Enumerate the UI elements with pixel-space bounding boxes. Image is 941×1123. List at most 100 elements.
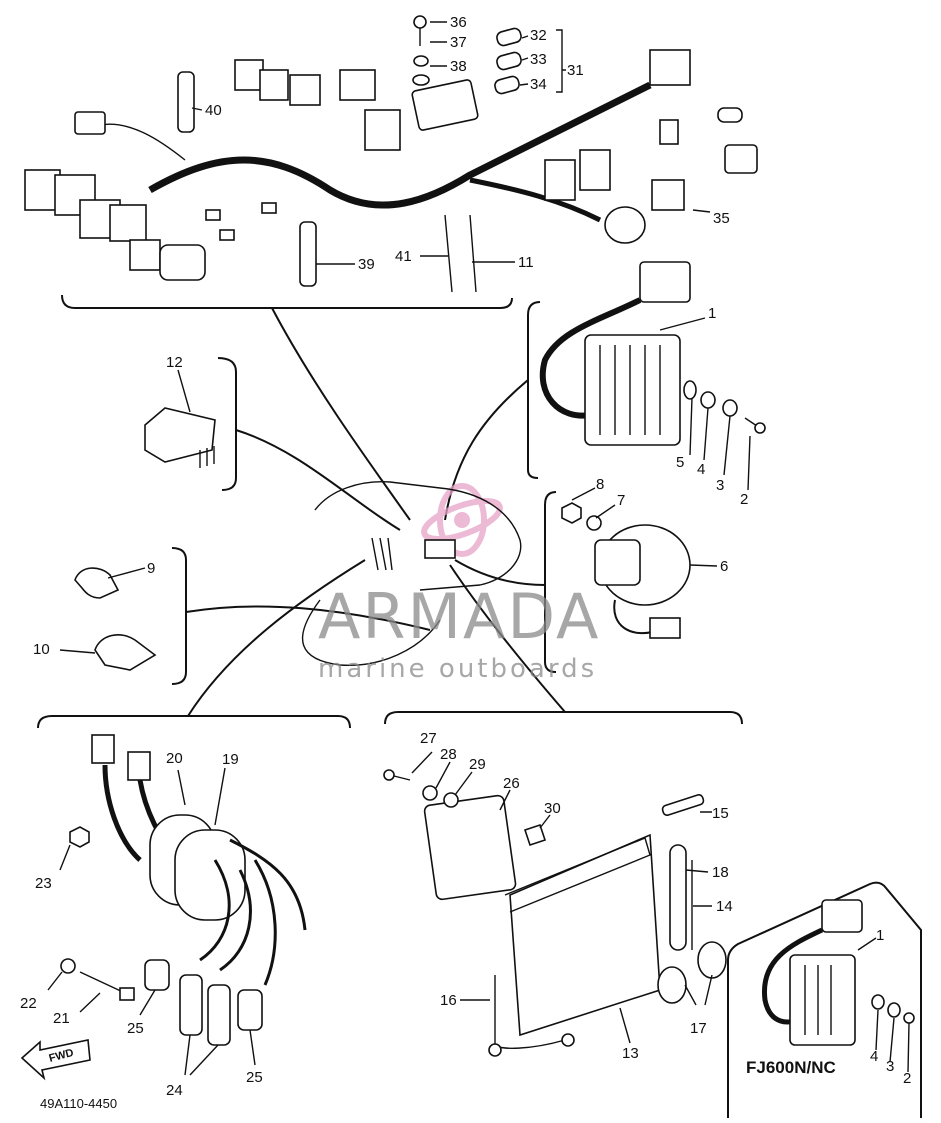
callout-19: 19	[222, 751, 239, 768]
callout-1-regulator: 1	[708, 305, 716, 322]
harness-cap	[724, 144, 758, 174]
plug-cap-25b	[237, 989, 263, 1031]
callout-leaders-battery	[460, 811, 713, 1044]
regulator-fins	[599, 345, 661, 435]
callout-38: 38	[450, 58, 467, 75]
frame-wires	[371, 537, 393, 571]
plug-lead-4	[253, 859, 277, 986]
callout-30: 30	[544, 800, 561, 817]
variant-regulator-lead	[761, 927, 824, 1025]
frame-junction-box	[424, 539, 456, 559]
cdi-unit-26	[423, 794, 517, 901]
cable-ties	[444, 214, 477, 293]
frame-lower-outline	[301, 599, 441, 667]
leader-harness	[271, 307, 411, 521]
callout-24: 24	[166, 1082, 183, 1099]
callout-2-variant: 2	[903, 1070, 911, 1087]
plug-cap-24a	[179, 974, 203, 1036]
harness-group-bracket	[61, 294, 513, 309]
callout-14: 14	[716, 898, 733, 915]
frame-outline	[314, 481, 522, 591]
variant-group-bracket	[727, 881, 922, 1118]
callout-27: 27	[420, 730, 437, 747]
battery-top	[504, 837, 651, 913]
callout-10: 10	[33, 641, 50, 658]
variant-regulator-fins	[804, 965, 832, 1035]
watermark-subtitle: marine outboards	[318, 654, 597, 684]
variant-rectifier-regulator	[789, 954, 856, 1046]
callout-4-regulator: 4	[697, 461, 705, 478]
harness-terminal-small-1	[205, 209, 221, 221]
harness-coupler-35	[651, 179, 685, 211]
callout-41: 41	[395, 248, 412, 265]
washer-37	[413, 55, 429, 67]
callout-36: 36	[450, 14, 467, 31]
damper-17b	[697, 941, 727, 979]
variant-label: FJ600N/NC	[746, 1058, 836, 1077]
harness-coupler-3	[289, 74, 321, 106]
washer-22	[60, 958, 76, 974]
plug-lead-3	[219, 869, 252, 972]
relay-assembly	[144, 407, 216, 468]
horn-group-bracket	[544, 491, 557, 673]
callout-31: 31	[567, 62, 584, 79]
leader-battery	[449, 564, 566, 713]
regulator-group-bracket	[527, 301, 541, 479]
fwd-arrow-shape	[20, 1039, 91, 1081]
bolt-2-head	[754, 422, 766, 434]
harness-connector-block-5	[129, 239, 161, 271]
rectifier-regulator-assembly	[539, 261, 766, 446]
washer-4	[700, 391, 716, 409]
regulator-coupler	[639, 261, 691, 303]
callout-leaders-caps	[139, 989, 256, 1076]
washer-7	[586, 515, 602, 531]
harness-connector-block-1	[24, 169, 61, 211]
plug-lead-2	[199, 859, 231, 962]
callout-25-right: 25	[246, 1069, 263, 1086]
callout-leaders-harness	[191, 107, 711, 265]
horn-bracket	[594, 539, 641, 586]
callout-leaders-regulator	[659, 317, 751, 491]
fuse-hardware	[177, 15, 563, 293]
band-40	[177, 71, 195, 133]
drawing-code: 49A110-4450	[40, 1096, 117, 1111]
callout-37: 37	[450, 34, 467, 51]
callout-33: 33	[530, 51, 547, 68]
clamps	[74, 567, 157, 671]
battery-lead-15	[661, 793, 705, 817]
callout-22: 22	[20, 995, 37, 1012]
relay-pins	[199, 446, 215, 468]
harness-grommet	[604, 206, 646, 244]
variant-bolt-2	[903, 1012, 915, 1024]
callout-3-regulator: 3	[716, 477, 724, 494]
callout-35: 35	[713, 210, 730, 227]
harness-coupler-2	[259, 69, 289, 101]
callout-29: 29	[469, 756, 486, 773]
battery-13	[509, 833, 661, 1037]
battery-lead-16-terminal	[488, 1043, 502, 1057]
harness-connector-block-4	[109, 204, 147, 242]
fwd-arrow	[20, 1039, 91, 1081]
coil-coupler-1	[91, 734, 115, 764]
ignition-coil-assembly	[60, 734, 307, 1046]
harness-coupler-5	[364, 109, 401, 151]
leader-lines	[185, 307, 566, 717]
callout-4-variant: 4	[870, 1048, 878, 1065]
callout-39: 39	[358, 256, 375, 273]
wire-harness-assembly	[24, 49, 758, 281]
bracket-30	[523, 823, 547, 847]
leader-ignition	[187, 559, 366, 717]
rectifier-regulator	[584, 334, 681, 446]
callout-13: 13	[622, 1045, 639, 1062]
band-39	[299, 221, 317, 287]
callout-1-variant: 1	[876, 927, 884, 944]
callout-17: 17	[690, 1020, 707, 1037]
callout-leaders-variant	[857, 937, 910, 1073]
clamp-9	[74, 567, 120, 599]
callout-labels: 36 37 38 32 33 34 31 40 35 39 41 11 1 5 …	[20, 14, 911, 1099]
callout-12: 12	[166, 354, 183, 371]
breather-pipe-18	[669, 844, 687, 951]
callout-23: 23	[35, 875, 52, 892]
coil-coupler-2	[127, 751, 151, 781]
harness-coupler-6	[544, 159, 576, 201]
